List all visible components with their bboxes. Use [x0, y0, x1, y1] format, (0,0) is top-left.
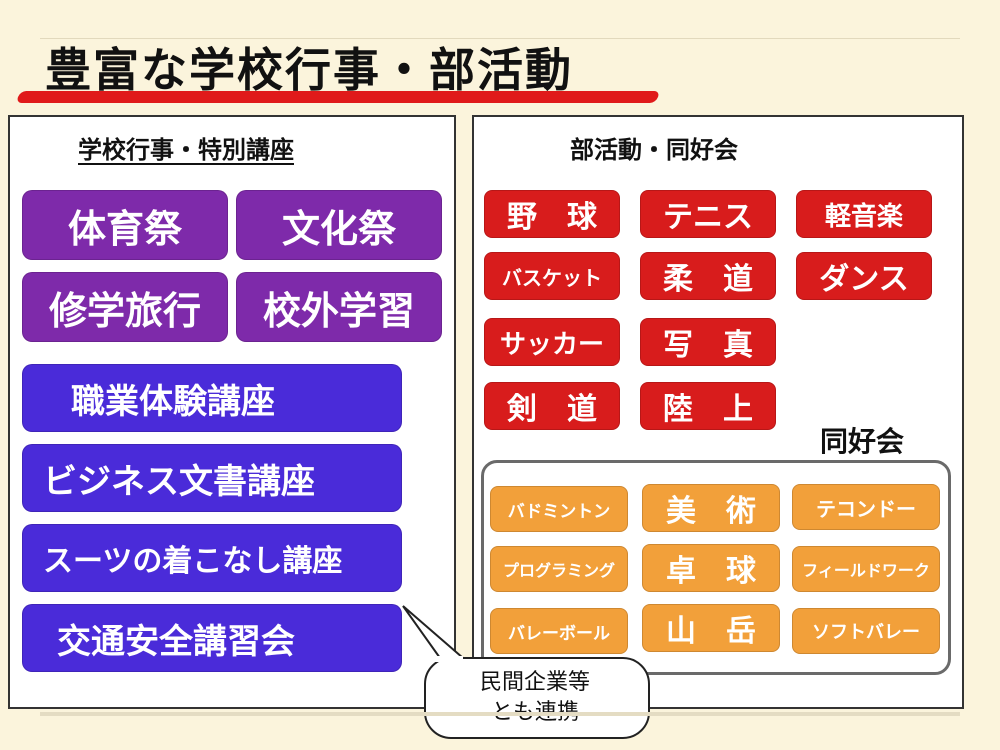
event-sports-festival[interactable]: 体育祭 — [22, 190, 228, 260]
course-work-experience[interactable]: 職業体験講座 — [22, 364, 402, 432]
event-school-trip[interactable]: 修学旅行 — [22, 272, 228, 342]
circle-table-tennis[interactable]: 卓 球 — [642, 544, 780, 592]
circle-mountaineering[interactable]: 山 岳 — [642, 604, 780, 652]
club-dance[interactable]: ダンス — [796, 252, 932, 300]
clubs-heading: 部活動・同好会 — [570, 136, 738, 164]
callout-line1: 民間企業等 — [479, 670, 590, 695]
event-culture-festival[interactable]: 文化祭 — [236, 190, 442, 260]
callout-text: 民間企業等 とも連携 — [460, 668, 610, 728]
top-divider — [40, 38, 960, 39]
circle-volleyball[interactable]: バレーボール — [490, 608, 628, 654]
course-suit-wearing[interactable]: スーツの着こなし講座 — [22, 524, 402, 592]
circle-taekwondo[interactable]: テコンドー — [792, 484, 940, 530]
title-underline-bar — [15, 91, 661, 103]
club-basketball[interactable]: バスケット — [484, 252, 620, 300]
club-kendo[interactable]: 剣 道 — [484, 382, 620, 430]
club-photography[interactable]: 写 真 — [640, 318, 776, 366]
page-title: 豊富な学校行事・部活動 — [45, 43, 573, 97]
circle-fieldwork[interactable]: フィールドワーク — [792, 546, 940, 592]
club-track-field[interactable]: 陸 上 — [640, 382, 776, 430]
course-business-writing[interactable]: ビジネス文書講座 — [22, 444, 402, 512]
club-light-music[interactable]: 軽音楽 — [796, 190, 932, 238]
course-traffic-safety[interactable]: 交通安全講習会 — [22, 604, 402, 672]
club-soccer[interactable]: サッカー — [484, 318, 620, 366]
circle-programming[interactable]: プログラミング — [490, 546, 628, 592]
circle-art[interactable]: 美 術 — [642, 484, 780, 532]
bottom-divider — [40, 712, 960, 716]
club-baseball[interactable]: 野 球 — [484, 190, 620, 238]
circle-soft-volleyball[interactable]: ソフトバレー — [792, 608, 940, 654]
events-heading: 学校行事・特別講座 — [78, 136, 294, 164]
circles-label: 同好会 — [820, 425, 905, 458]
club-judo[interactable]: 柔 道 — [640, 252, 776, 300]
event-field-study[interactable]: 校外学習 — [236, 272, 442, 342]
circle-badminton[interactable]: バドミントン — [490, 486, 628, 532]
callout-bubble — [402, 605, 650, 739]
club-tennis[interactable]: テニス — [640, 190, 776, 238]
